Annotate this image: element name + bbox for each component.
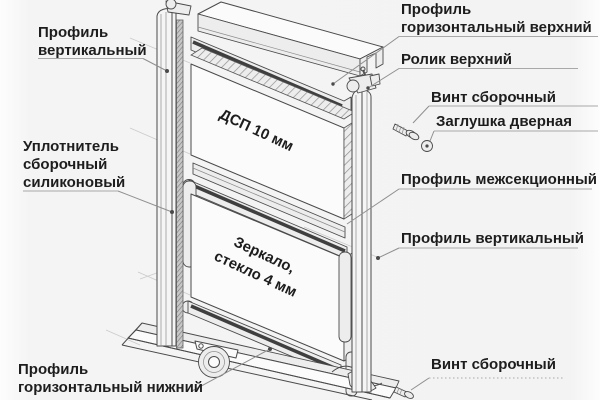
right-vertical-profile: [351, 88, 372, 393]
label-roller-top: Ролик верхний: [401, 51, 513, 68]
label-profile-horizontal-top: Профиль горизонтальный верхний: [401, 1, 592, 36]
label-profile-horizontal-bottom: Профиль горизонтальный нижний: [18, 361, 204, 396]
label-screw-assembly-bottom: Винт сборочный: [431, 356, 556, 373]
chipboard-panel: [190, 36, 356, 220]
label-door-plug: Заглушка дверная: [436, 113, 573, 130]
door-plug: [421, 140, 433, 152]
label-screw-assembly-top: Винт сборочный: [431, 89, 556, 106]
assembly-screw-top: [392, 123, 420, 141]
label-profile-vertical-right: Профиль вертикальный: [401, 230, 584, 247]
leader-lines: [23, 36, 598, 392]
left-vertical-profile: [156, 0, 192, 349]
top-horizontal-profile: [197, 1, 384, 77]
top-roller: [346, 66, 381, 94]
assembly-screw-bottom: [393, 386, 414, 399]
label-profile-vertical-left: Профиль вертикальный: [38, 24, 147, 59]
label-seal-silicone: Уплотнитель сборочный силиконовый: [23, 138, 126, 191]
label-profile-intersection: Профиль межсекционный: [401, 171, 597, 188]
